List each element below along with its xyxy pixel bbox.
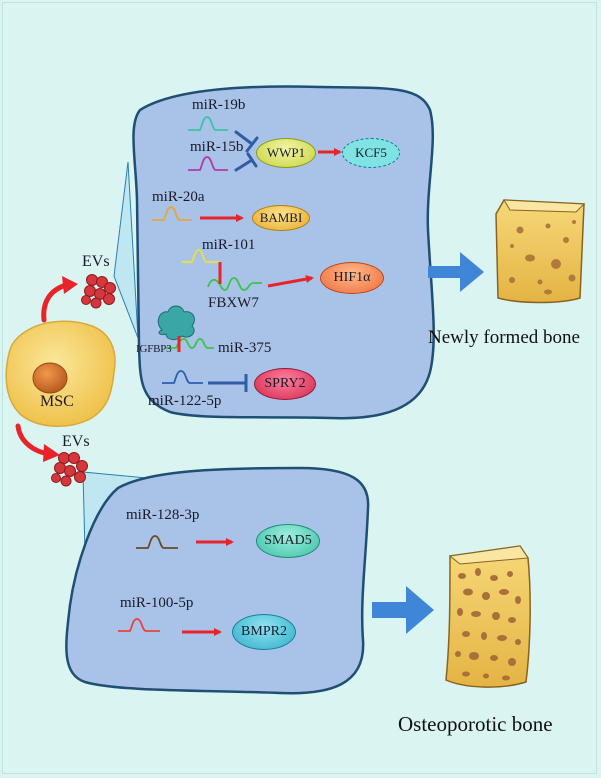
evs-bottom-cluster: [51, 452, 88, 487]
wwp1-node: WWP1: [256, 138, 316, 168]
mir-375-label: miR-375: [218, 340, 272, 356]
hif1a-node: HIF1α: [320, 262, 384, 294]
newly-formed-bone-image: [495, 199, 586, 304]
mir-19b-squiggle: [188, 116, 228, 131]
mir-122-squiggle: [162, 370, 203, 384]
bottom-panel-blob: [65, 466, 370, 695]
flow-arrow-bottom: [372, 586, 434, 634]
top-panel-connector: [113, 161, 139, 339]
igfbp3-shape: [157, 305, 195, 341]
evs-top-label: EVs: [82, 253, 110, 270]
osteoporotic-bone-image: [445, 545, 531, 688]
mir-19b-inhibits-wwp1: [234, 130, 254, 146]
bambi-node: BAMBI: [252, 205, 310, 231]
top-panel-blob: [132, 85, 435, 420]
flow-arrow-top: [428, 252, 484, 292]
mir-15b-inhibits-wwp1: [234, 158, 254, 172]
mir-20a-label: miR-20a: [152, 189, 205, 205]
mir-19b-label: miR-19b: [192, 97, 246, 113]
newly-formed-bone-caption: Newly formed bone: [428, 327, 580, 348]
smad5-node: SMAD5: [256, 524, 320, 558]
mir-128-label: miR-128-3p: [126, 507, 200, 523]
kcf5-node: KCF5: [342, 138, 400, 168]
mir-100-squiggle: [118, 618, 160, 632]
bmpr2-node: BMPR2: [232, 614, 296, 650]
mir-15b-squiggle: [188, 156, 228, 171]
fbxw7-squiggle: [207, 277, 262, 291]
msc-nucleus: [32, 362, 68, 394]
spry2-node: SPRY2: [254, 368, 316, 400]
mir-15b-label: miR-15b: [190, 139, 244, 155]
evs-bottom-label: EVs: [62, 433, 90, 450]
osteoporotic-bone-caption: Osteoporotic bone: [398, 712, 553, 736]
igfbp3-label: IGFBP3: [136, 343, 172, 355]
mir-101-label: miR-101: [202, 237, 256, 253]
mir-100-label: miR-100-5p: [120, 595, 194, 611]
msc-label: MSC: [40, 393, 74, 410]
mir-20a-squiggle: [152, 206, 192, 221]
fbxw7-activates-hif1a: [267, 275, 314, 288]
evs-top-cluster: [81, 274, 116, 309]
mir-101-squiggle: [182, 249, 220, 263]
mir-128-squiggle: [136, 535, 178, 549]
fbxw7-label: FBXW7: [208, 295, 259, 311]
mir-122-label: miR-122-5p: [148, 393, 222, 409]
